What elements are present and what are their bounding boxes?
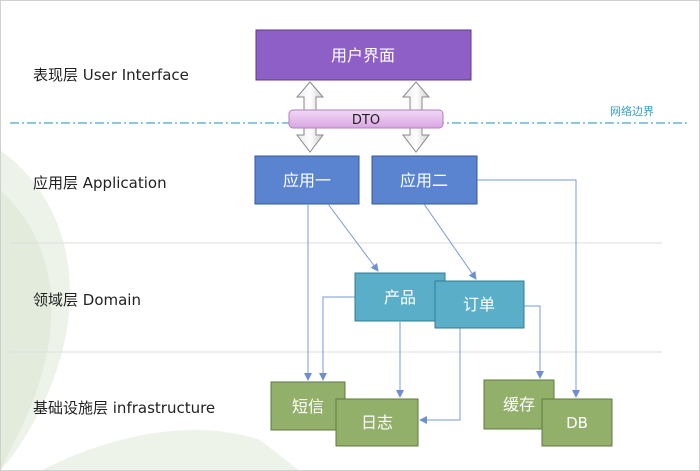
- cache-label: 缓存: [503, 395, 535, 414]
- background-swoosh: [0, 150, 300, 471]
- product-box: [354, 272, 446, 322]
- app-two-label: 应用二: [400, 171, 448, 190]
- layer-label-ui: 表现层 User Interface: [33, 66, 189, 84]
- arrow-app2-to-order: [423, 203, 477, 280]
- db-box: [541, 398, 613, 447]
- app-one-label: 应用一: [283, 171, 331, 190]
- product-label: 产品: [384, 288, 416, 307]
- sms-label: 短信: [292, 397, 324, 416]
- order-label: 订单: [463, 295, 495, 314]
- log-box: [335, 398, 419, 447]
- arrow-product-to-sms: [319, 296, 355, 381]
- layer-label-application: 应用层 Application: [33, 174, 167, 192]
- dto-label: DTO: [352, 113, 380, 128]
- log-label: 日志: [361, 413, 393, 432]
- order-box: [434, 280, 525, 329]
- db-label: DB: [566, 414, 588, 432]
- network-boundary-label: 网络边界: [610, 104, 654, 118]
- sms-box: [270, 381, 346, 431]
- arrow-order-to-log: [419, 328, 461, 424]
- arrow-app1-to-product: [327, 203, 379, 272]
- arrow-app2-to-db: [477, 179, 580, 398]
- ui-box: [255, 29, 472, 81]
- app-one-box: [254, 155, 360, 205]
- ui-box-label: 用户界面: [331, 46, 395, 65]
- arrow-order-to-cache: [524, 305, 544, 379]
- layer-label-infrastructure: 基础设施层 infrastructure: [33, 399, 215, 417]
- dto-bar: [288, 109, 444, 129]
- layer-label-domain: 领域层 Domain: [33, 291, 141, 309]
- connector-arrows: [304, 179, 580, 424]
